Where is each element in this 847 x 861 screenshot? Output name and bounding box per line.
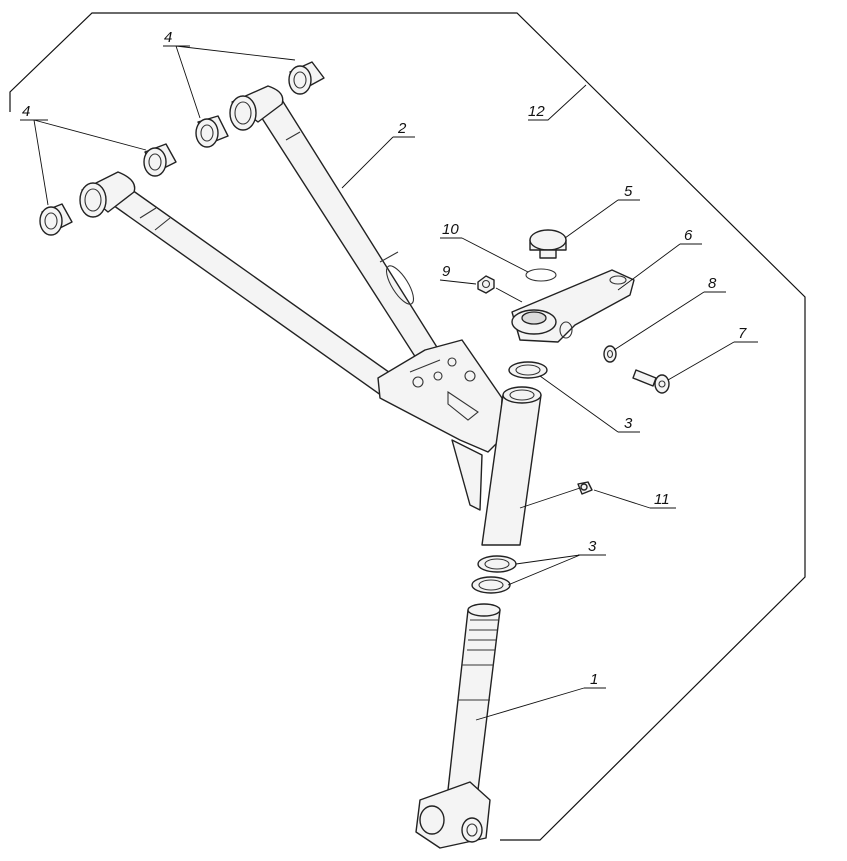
steering-arm [511,269,635,343]
callout-1: 1 [590,671,598,688]
spindle-shaft [415,603,501,849]
retaining-ring [525,268,557,282]
washer-upper [508,361,548,379]
callout-3-lower: 3 [588,538,597,555]
bushing-upper-pair [195,61,325,148]
callout-4-upper: 4 [164,29,172,46]
leader-lines [20,45,758,721]
a-arm [79,85,503,511]
cap [529,229,567,259]
washer-lower-pair [471,555,517,594]
callout-10: 10 [442,221,459,238]
assembly-boundary [9,12,806,841]
callout-labels: 4 4 2 12 5 10 6 9 8 7 3 11 3 1 [22,29,747,688]
bolt [632,369,670,394]
grease-fitting [577,481,593,495]
bushing-lower-pair [39,143,177,236]
callout-7: 7 [738,325,747,342]
nut [477,275,495,294]
callout-8: 9 [442,263,451,280]
callout-11: 11 [654,491,670,508]
small-washer [603,345,617,363]
callout-2: 2 [397,120,407,137]
callout-12: 12 [528,103,545,120]
callout-3-upper: 3 [624,415,633,432]
callout-5: 5 [624,183,633,200]
upright-tube [481,386,542,546]
callout-4-lower: 4 [22,103,30,120]
callout-6: 6 [684,227,693,244]
callout-9: 8 [708,275,717,292]
